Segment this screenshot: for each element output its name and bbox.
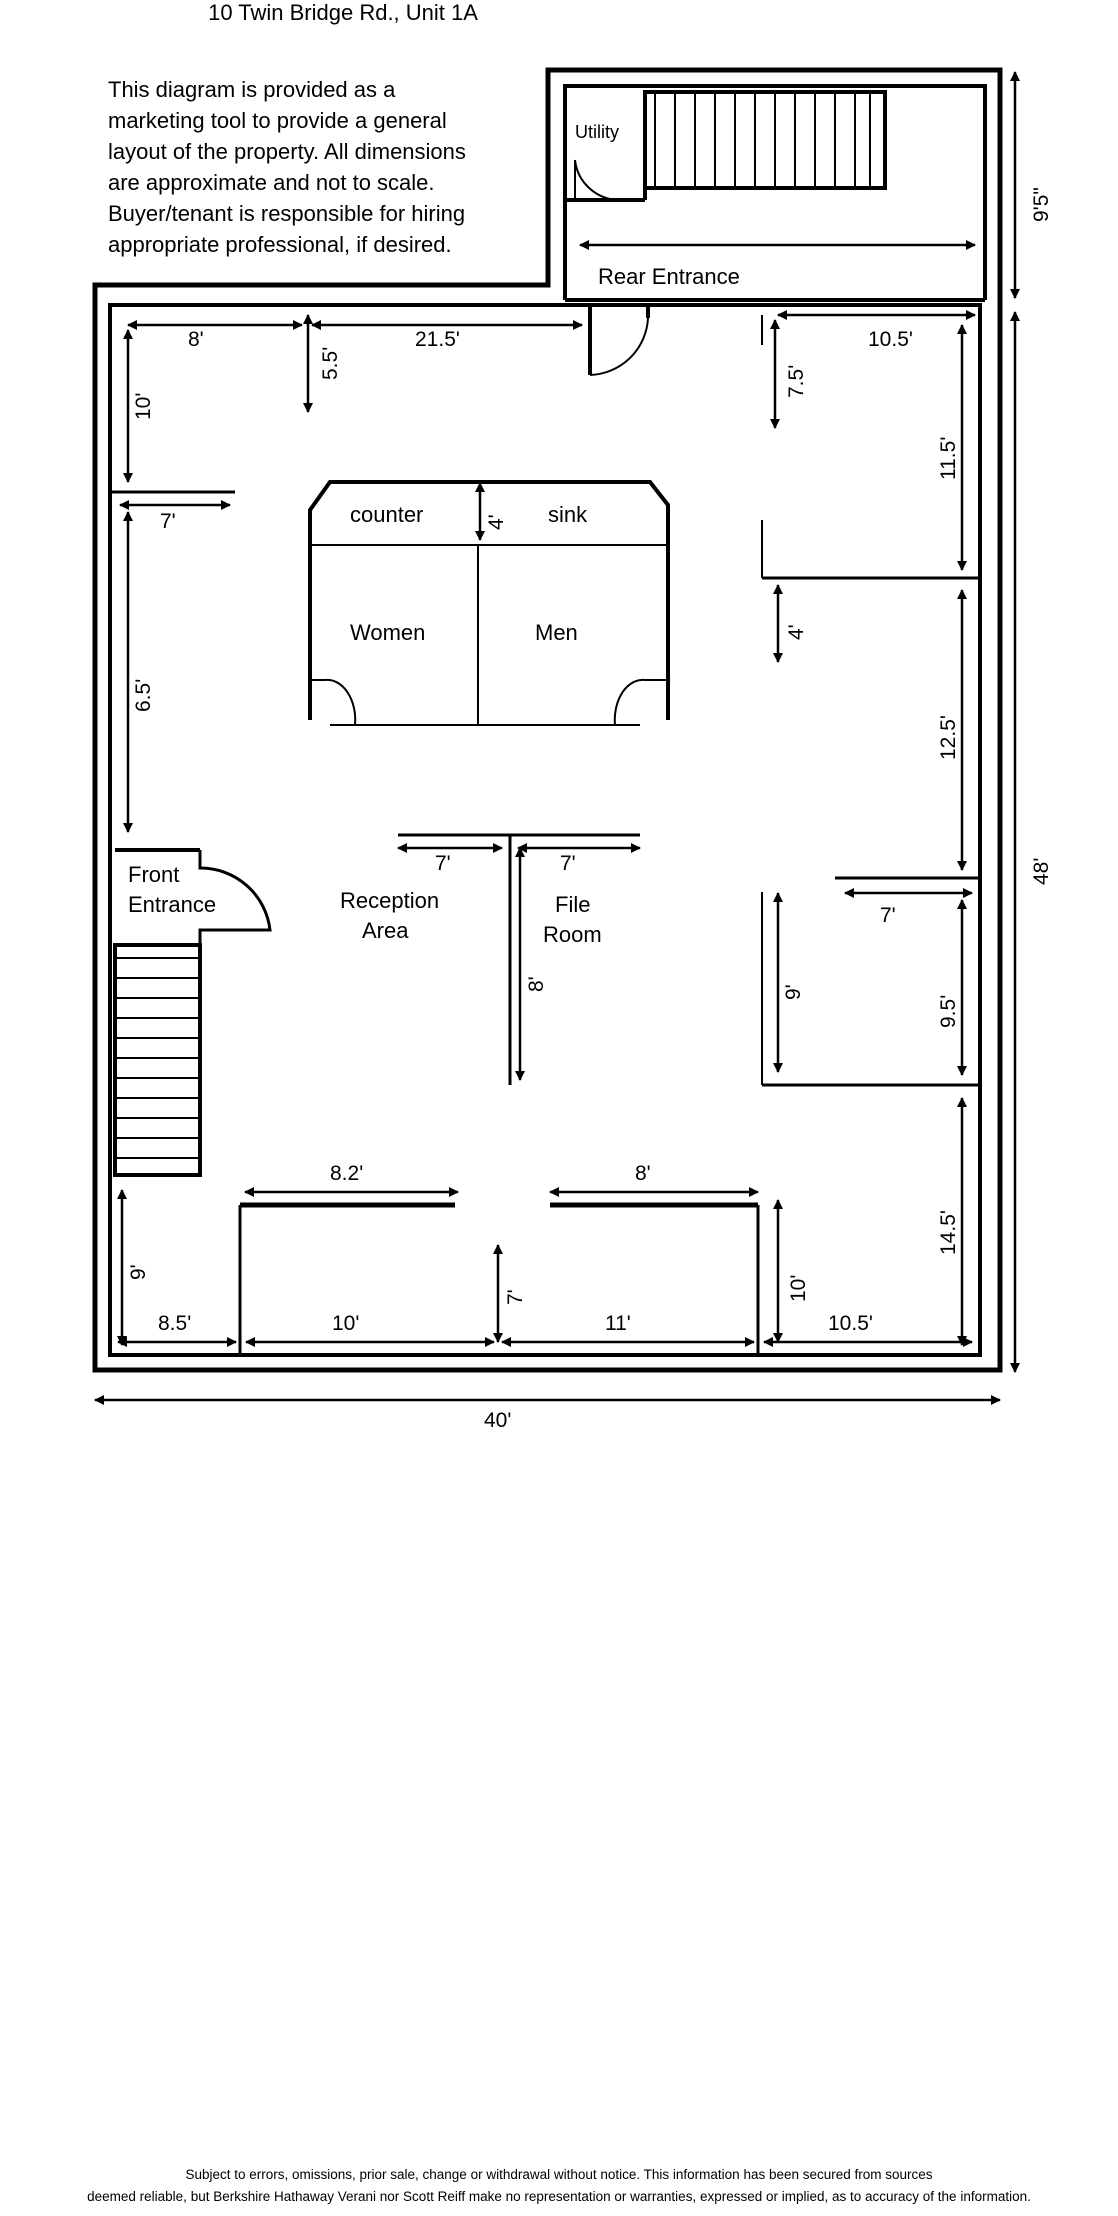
restroom-block <box>308 480 670 726</box>
footer-line: deemed reliable, but Berkshire Hathaway … <box>87 2189 1031 2204</box>
room-label-file-room: File <box>555 892 590 917</box>
dimension-label: 9'5" <box>1030 187 1053 222</box>
legal-footer: Subject to errors, omissions, prior sale… <box>0 2164 1118 2208</box>
disclaimer-line: This diagram is provided as a <box>108 77 396 102</box>
dimension-label: 7' <box>160 510 176 533</box>
room-label-sink: sink <box>548 502 588 527</box>
dimension-label: 7.5' <box>785 365 808 398</box>
dimension-label: 21.5' <box>415 328 460 351</box>
rear-door <box>588 305 650 376</box>
room-label-rear-entrance: Rear Entrance <box>598 264 740 289</box>
dimension-label: 5.5' <box>319 347 342 380</box>
utility-partition <box>565 159 647 202</box>
dimension-label: 9' <box>782 984 805 1000</box>
utility-stairs <box>643 90 887 190</box>
room-label-front-entrance: Entrance <box>128 892 216 917</box>
dimension-label: 9' <box>127 1264 150 1280</box>
floor-plan: Utility Rear Entrance counter sink Women… <box>92 67 1053 1432</box>
dimension-label: 7' <box>435 852 451 875</box>
disclaimer-line: are approximate and not to scale. <box>108 170 435 195</box>
dimension-label: 8' <box>635 1162 651 1185</box>
dimension-arrows <box>94 71 1020 1405</box>
disclaimer-line: Buyer/tenant is responsible for hiring <box>108 201 466 226</box>
dimension-label: 4' <box>785 624 808 640</box>
dimension-label: 8' <box>188 328 204 351</box>
dimension-label: 10' <box>132 393 155 420</box>
dimension-label: 8' <box>525 976 548 992</box>
dimension-label: 7' <box>880 904 896 927</box>
dimension-label: 7' <box>560 852 576 875</box>
dimension-label: 12.5' <box>937 715 960 760</box>
disclaimer-line: marketing tool to provide a general <box>108 108 447 133</box>
dimension-label: 7' <box>504 1289 527 1305</box>
disclaimer-line: appropriate professional, if desired. <box>108 232 452 257</box>
room-label-men: Men <box>535 620 578 645</box>
dimension-label: 4' <box>485 514 508 530</box>
footer-line: Subject to errors, omissions, prior sale… <box>185 2167 933 2182</box>
dimension-label: 40' <box>484 1409 511 1432</box>
dimension-label: 10' <box>332 1312 359 1335</box>
dimension-label: 10.5' <box>828 1312 873 1335</box>
room-label-counter: counter <box>350 502 423 527</box>
disclaimer-line: layout of the property. All dimensions <box>108 139 466 164</box>
outer-walls <box>92 67 1003 1373</box>
dimension-label: 14.5' <box>937 1210 960 1255</box>
front-stairs <box>113 848 272 1177</box>
interior-walls <box>110 315 980 1355</box>
room-label-women: Women <box>350 620 425 645</box>
dimension-label: 10.5' <box>868 328 913 351</box>
room-label-front-entrance: Front <box>128 862 179 887</box>
room-label-utility: Utility <box>575 122 619 142</box>
room-label-reception-area: Area <box>362 918 409 943</box>
dimension-label: 11.5' <box>937 437 960 480</box>
dimension-label: 8.5' <box>158 1312 191 1335</box>
dimension-label: 8.2' <box>330 1162 363 1185</box>
page-title: 10 Twin Bridge Rd., Unit 1A <box>208 0 478 25</box>
room-label-reception-area: Reception <box>340 888 439 913</box>
dimension-label: 9.5' <box>937 995 960 1028</box>
dimension-label: 48' <box>1030 858 1053 885</box>
dimension-label: 10' <box>787 1275 810 1302</box>
room-label-file-room: Room <box>543 922 602 947</box>
disclaimer-text: This diagram is provided as a marketing … <box>108 74 528 260</box>
dimension-label: 6.5' <box>132 679 155 712</box>
dimension-label: 11' <box>605 1312 631 1335</box>
